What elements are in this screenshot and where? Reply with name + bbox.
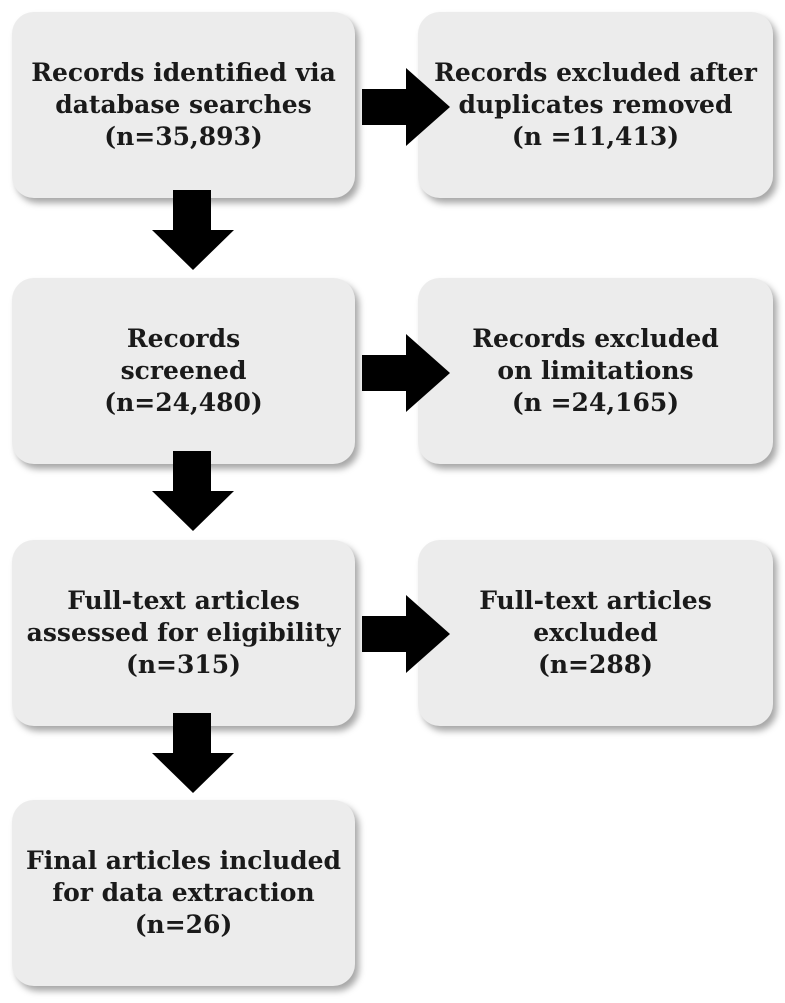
arrow-right-icon	[362, 334, 450, 412]
final-included-line1: Final articles included	[25, 846, 342, 875]
records-identified-count: (n=35,893)	[104, 122, 263, 151]
records-screened-line2: screened	[120, 356, 247, 385]
fulltext-assessed-box: Full-text articles assessed for eligibil…	[12, 540, 355, 726]
duplicates-excluded-count: (n =11,413)	[511, 122, 680, 151]
records-identified-line1: Records identified via	[31, 58, 336, 87]
records-identified-box: Records identified via database searches…	[12, 12, 355, 198]
limitations-excluded-line2: on limitations	[497, 356, 694, 385]
records-screened-count: (n=24,480)	[104, 388, 263, 417]
fulltext-assessed-line2: assessed for eligibility	[26, 618, 341, 647]
arrow-right-icon	[362, 595, 450, 673]
final-included-count: (n=26)	[134, 910, 233, 939]
limitations-excluded-box: Records excluded on limitations (n =24,1…	[418, 278, 773, 464]
fulltext-excluded-count: (n=288)	[538, 650, 653, 679]
fulltext-assessed-count: (n=315)	[126, 650, 241, 679]
fulltext-assessed-line1: Full-text articles	[67, 586, 300, 615]
arrow-down-icon	[152, 451, 234, 531]
arrow-right-icon	[362, 68, 450, 146]
records-screened-box: Records screened (n=24,480)	[12, 278, 355, 464]
fulltext-excluded-line2: excluded	[533, 618, 658, 647]
fulltext-excluded-box: Full-text articles excluded (n=288)	[418, 540, 773, 726]
duplicates-excluded-line1: Records excluded after	[434, 58, 757, 87]
limitations-excluded-line1: Records excluded	[472, 324, 719, 353]
final-included-line2: for data extraction	[52, 878, 315, 907]
fulltext-excluded-line1: Full-text articles	[479, 586, 712, 615]
records-screened-line1: Records	[126, 324, 241, 353]
duplicates-excluded-line2: duplicates removed	[458, 90, 733, 119]
duplicates-excluded-box: Records excluded after duplicates remove…	[418, 12, 773, 198]
arrow-down-icon	[152, 713, 234, 793]
limitations-excluded-count: (n =24,165)	[511, 388, 680, 417]
records-identified-line2: database searches	[55, 90, 312, 119]
final-included-box: Final articles included for data extract…	[12, 800, 355, 986]
arrow-down-icon	[152, 190, 234, 270]
